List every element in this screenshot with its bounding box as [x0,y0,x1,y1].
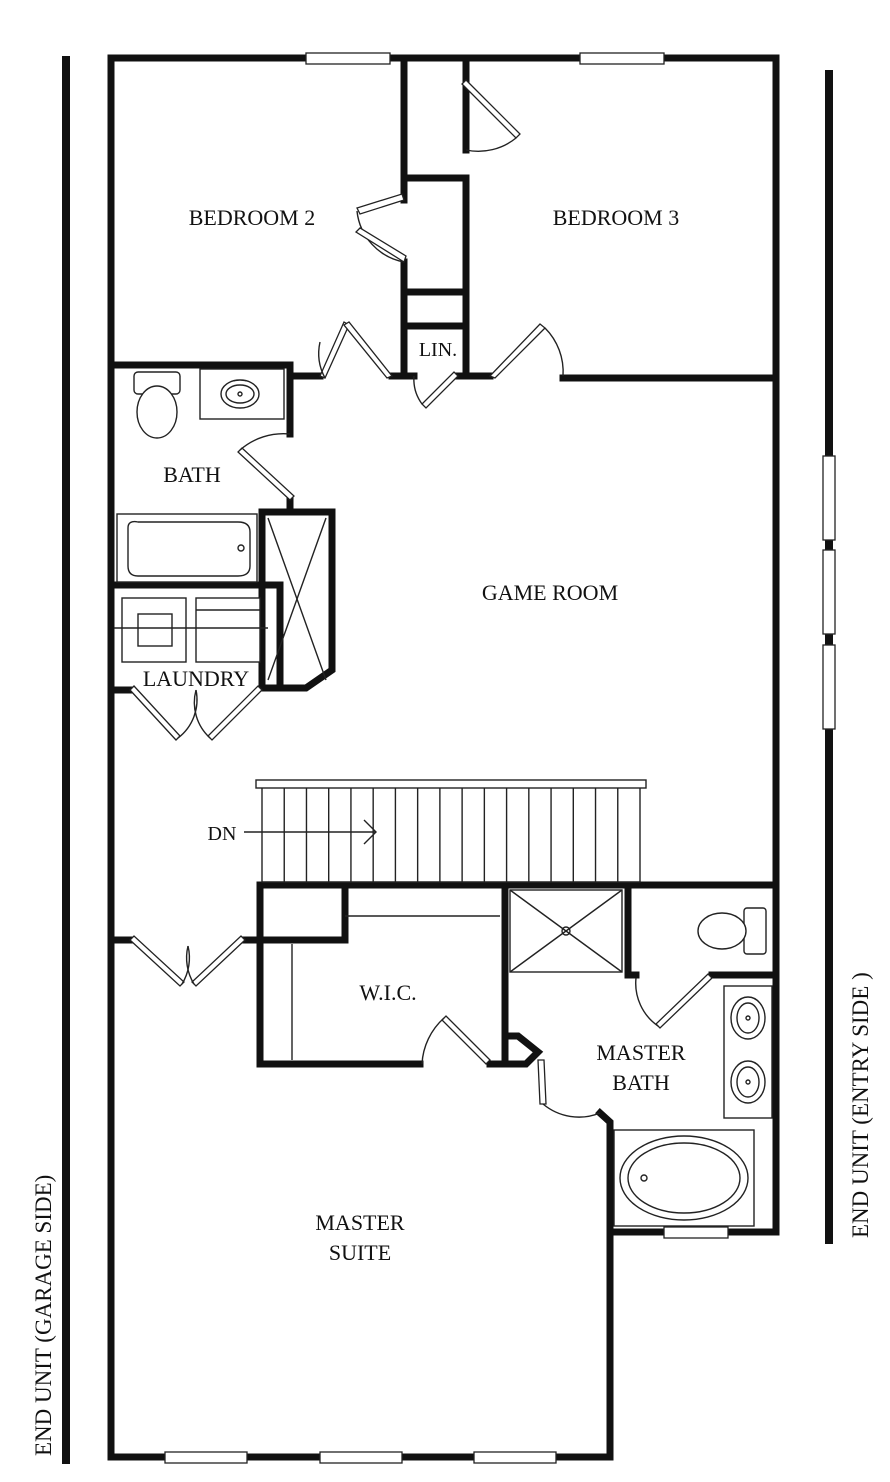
fixtures [114,368,773,1227]
label-entry-side: END UNIT (ENTRY SIDE ) [848,972,873,1238]
room-labels: BEDROOM 2 BEDROOM 3 LIN. BATH GAME ROOM … [143,205,686,1265]
exterior-walls [107,54,780,1461]
label-master-suite-2: SUITE [329,1240,391,1265]
washer-dryer-icon [114,597,268,663]
sink-icon [199,368,285,420]
adjacent-unit-walls [62,56,833,1464]
label-laundry: LAUNDRY [143,666,249,691]
label-garage-side: END UNIT (GARAGE SIDE) [31,1175,56,1456]
toilet-icon [697,907,767,955]
closet-shelves [291,915,500,1060]
label-game-room: GAME ROOM [482,580,618,605]
label-stairs-down: DN [208,823,237,845]
double-vanity-icon [723,985,773,1119]
label-linen: LIN. [419,339,457,361]
label-master-suite-1: MASTER [315,1210,405,1235]
label-bedroom-2: BEDROOM 2 [189,205,316,230]
stairs [244,779,647,883]
label-bedroom-3: BEDROOM 3 [553,205,680,230]
bathtub-icon [116,513,258,583]
label-bath: BATH [163,462,221,487]
garden-tub-icon [613,1129,755,1227]
interior-walls [107,54,780,1068]
windows [164,52,836,1464]
toilet-icon [133,371,181,439]
shower-icon [267,517,327,681]
label-master-bath-2: BATH [612,1070,670,1095]
doors [129,79,713,1118]
master-shower-icon [509,889,623,973]
label-master-bath-1: MASTER [596,1040,686,1065]
label-walk-in-closet: W.I.C. [359,980,416,1005]
